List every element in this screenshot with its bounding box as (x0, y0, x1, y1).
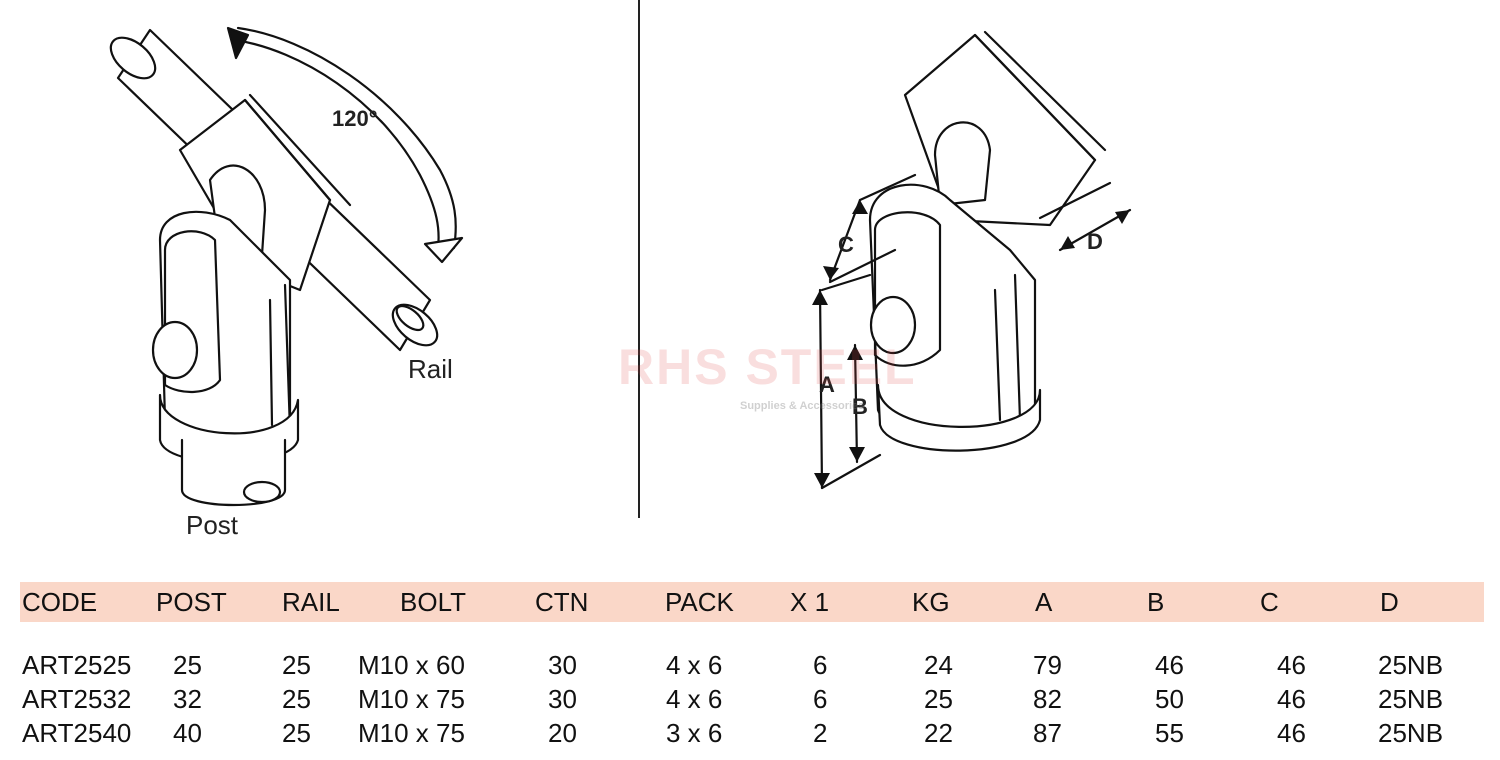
figure-divider (638, 0, 640, 518)
table-row: ART2540 40 25 M10 x 75 20 3 x 6 2 22 87 … (20, 718, 1484, 752)
column-header-d: D (1380, 587, 1399, 617)
cell-code: ART2525 (22, 650, 132, 680)
cell-pack: 4 x 6 (666, 650, 723, 680)
cell-b: 55 (1155, 718, 1184, 748)
cell-kg: 24 (924, 650, 953, 680)
cell-rail: 25 (282, 718, 311, 748)
cell-pack: 4 x 6 (666, 684, 723, 714)
post-label: Post (186, 510, 239, 540)
cell-d: 25NB (1378, 718, 1444, 748)
column-header-ctn: CTN (535, 587, 589, 617)
table-body: ART2525 25 25 M10 x 60 30 4 x 6 6 24 79 … (20, 650, 1484, 752)
column-header-kg: KG (912, 587, 950, 617)
cell-a: 82 (1033, 684, 1062, 714)
dimension-d-label: D (1087, 229, 1103, 254)
column-header-post: POST (156, 587, 227, 617)
cell-ctn: 30 (548, 684, 577, 714)
right-fitting-drawing (818, 30, 1132, 490)
cell-d: 25NB (1378, 650, 1444, 680)
fitting-illustrations (109, 26, 1132, 507)
product-diagram (109, 26, 1132, 507)
cell-c: 46 (1277, 718, 1306, 748)
cell-x1: 6 (813, 684, 828, 714)
cell-rail: 25 (282, 684, 311, 714)
column-header-x1: X 1 (790, 587, 830, 617)
cell-b: 50 (1155, 684, 1184, 714)
dimension-a-label: A (819, 372, 835, 397)
cell-a: 87 (1033, 718, 1062, 748)
cell-post: 32 (173, 684, 202, 714)
column-header-b: B (1147, 587, 1165, 617)
cell-b: 46 (1155, 650, 1184, 680)
cell-post: 40 (173, 718, 202, 748)
cell-c: 46 (1277, 684, 1306, 714)
rail-label: Rail (408, 354, 453, 384)
cell-ctn: 20 (548, 718, 577, 748)
column-header-pack: PACK (665, 587, 734, 617)
cell-bolt: M10 x 75 (358, 718, 465, 748)
table-header-row: CODE POST RAIL BOLT CTN PACK X 1 KG A B … (20, 582, 1484, 622)
spec-table: CODE POST RAIL BOLT CTN PACK X 1 KG A B … (20, 582, 1484, 752)
cell-x1: 2 (813, 718, 828, 748)
cell-rail: 25 (282, 650, 311, 680)
column-header-rail: RAIL (282, 587, 340, 617)
cell-kg: 25 (924, 684, 953, 714)
column-header-code: CODE (22, 587, 98, 617)
table-row: ART2532 32 25 M10 x 75 30 4 x 6 6 25 82 … (20, 684, 1484, 718)
cell-c: 46 (1277, 650, 1306, 680)
column-header-a: A (1035, 587, 1053, 617)
cell-kg: 22 (924, 718, 953, 748)
cell-bolt: M10 x 60 (358, 650, 465, 680)
cell-x1: 6 (813, 650, 828, 680)
cell-a: 79 (1033, 650, 1062, 680)
cell-ctn: 30 (548, 650, 577, 680)
cell-pack: 3 x 6 (666, 718, 723, 748)
dimension-c-label: C (838, 232, 854, 257)
cell-code: ART2532 (22, 684, 132, 714)
cell-bolt: M10 x 75 (358, 684, 465, 714)
dimension-arrowheads (812, 200, 1130, 488)
cell-d: 25NB (1378, 684, 1444, 714)
dimension-b-label: B (852, 394, 868, 419)
left-fitting-drawing (109, 26, 464, 507)
table-row: ART2525 25 25 M10 x 60 30 4 x 6 6 24 79 … (20, 650, 1484, 684)
column-header-bolt: BOLT (400, 587, 466, 617)
cell-code: ART2540 (22, 718, 132, 748)
rotation-angle-label: 120° (332, 106, 378, 131)
cell-post: 25 (173, 650, 202, 680)
column-header-c: C (1260, 587, 1279, 617)
